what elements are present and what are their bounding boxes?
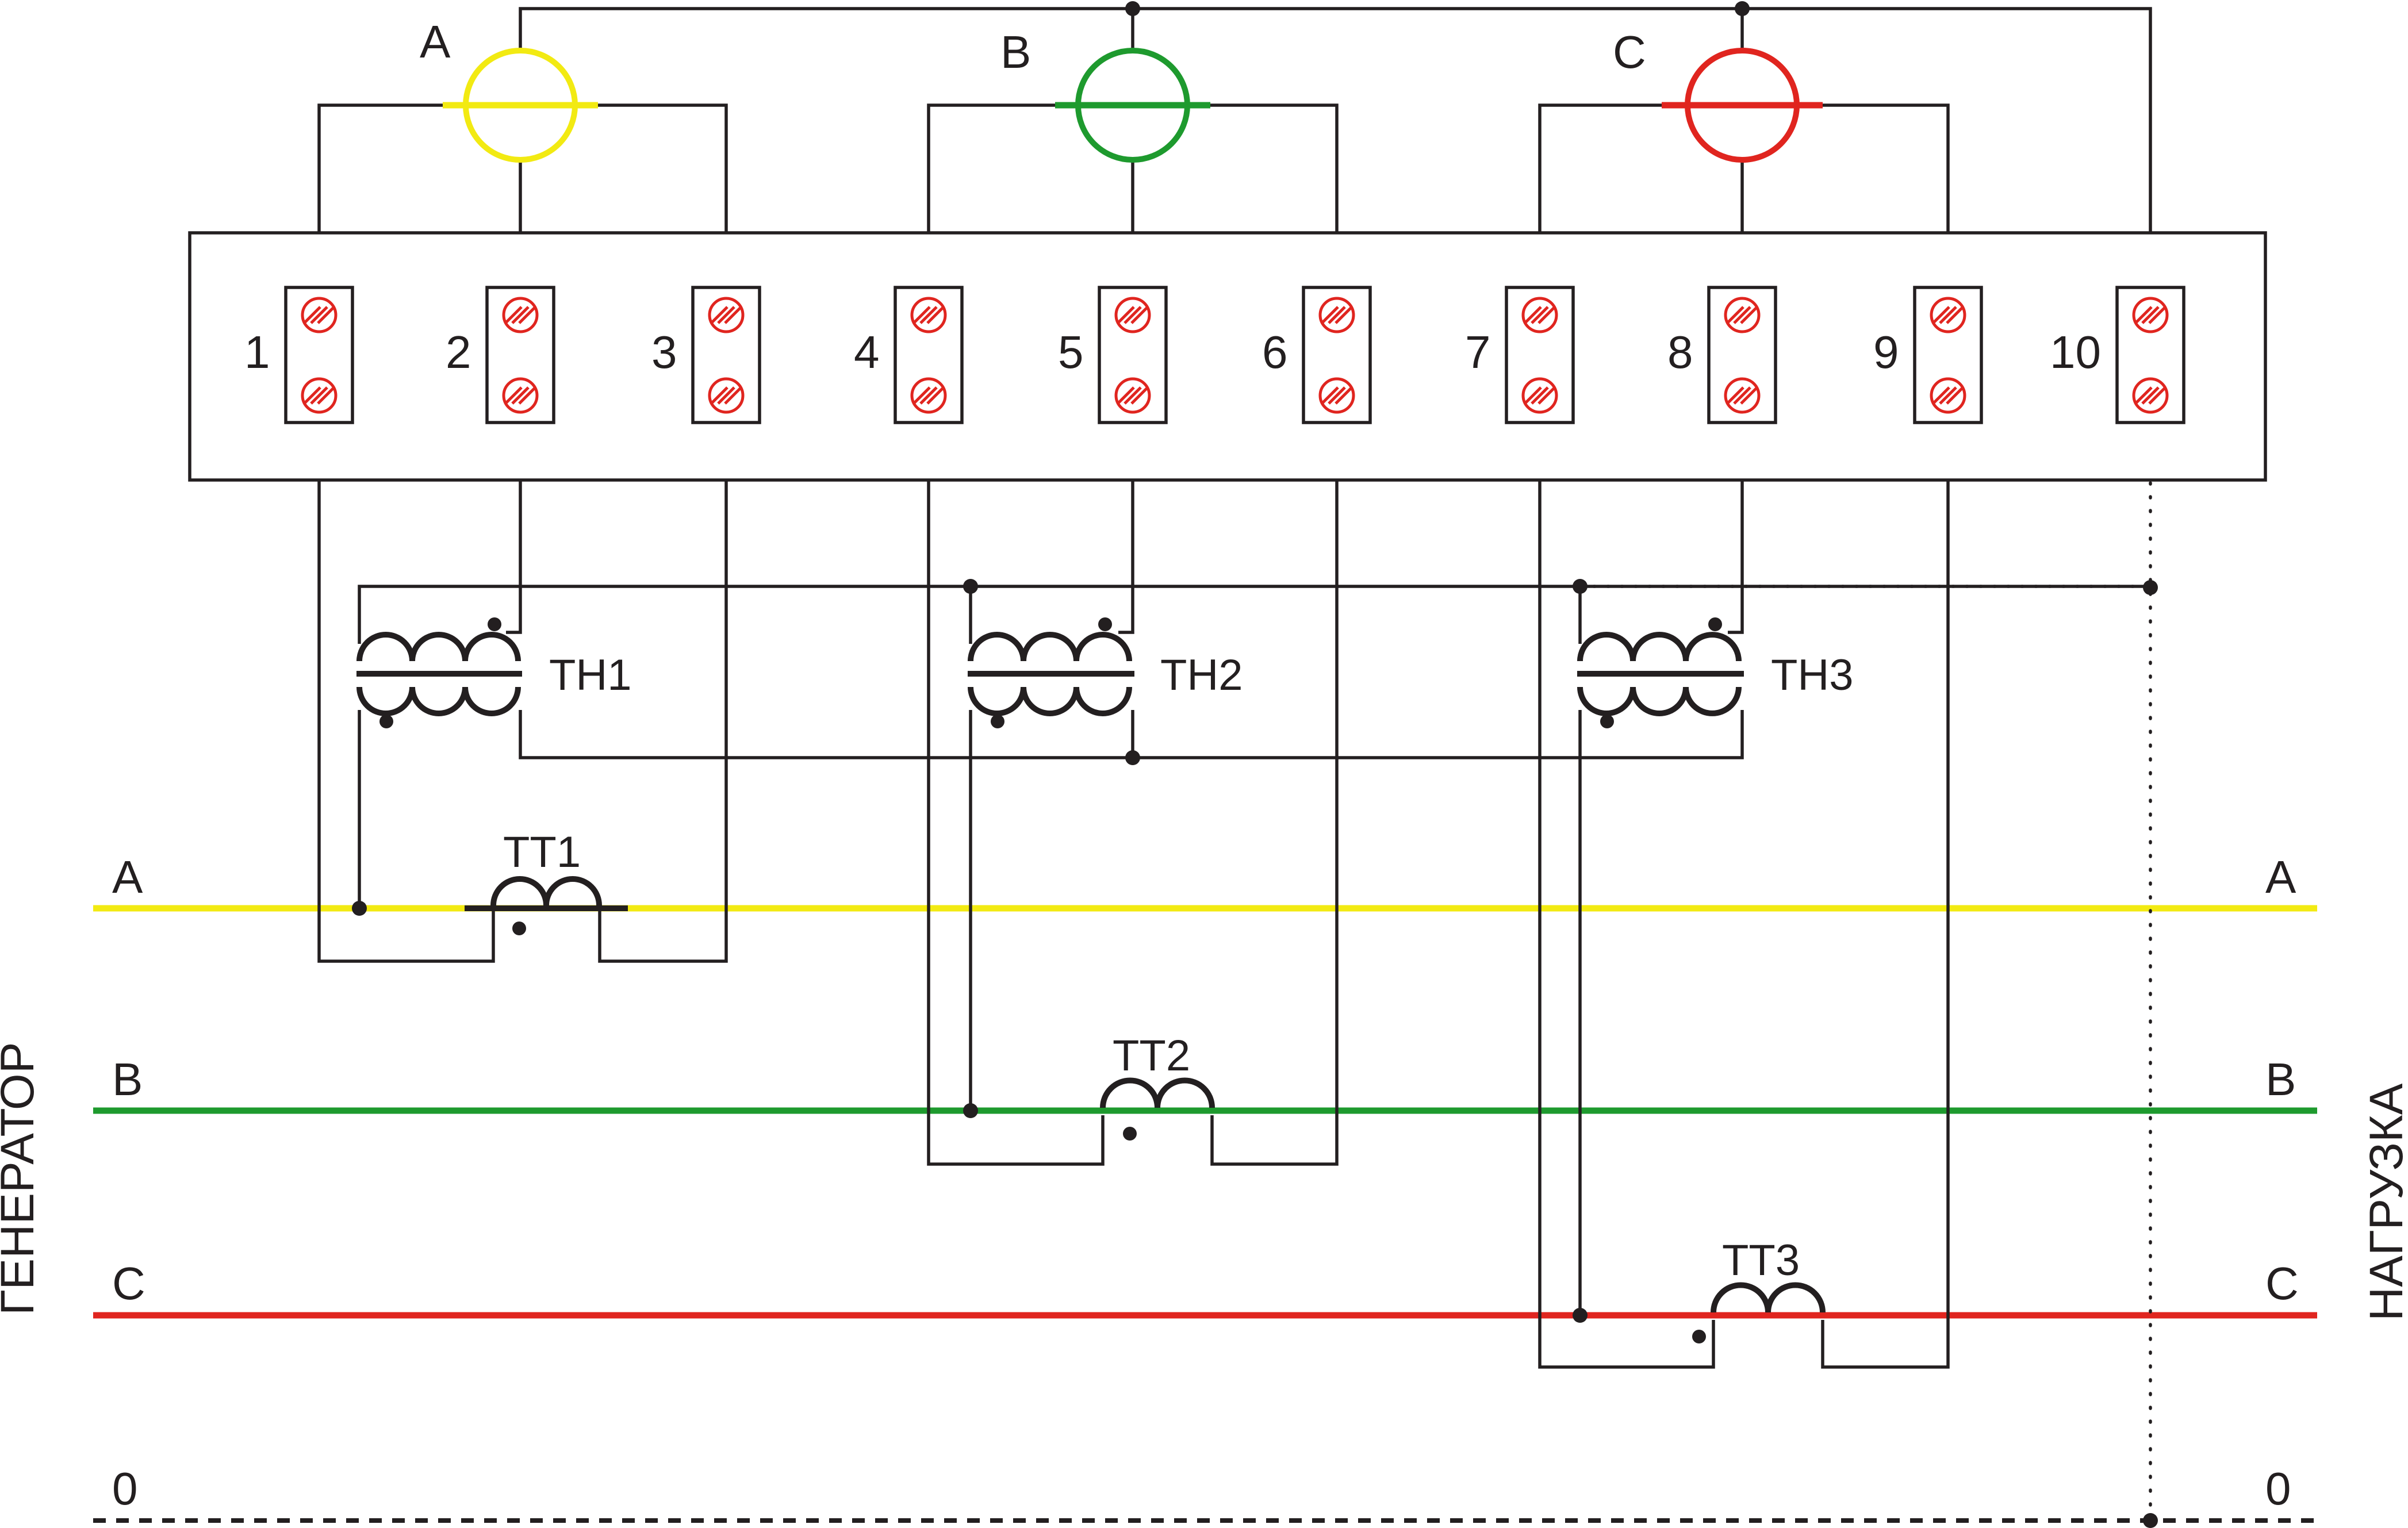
terminal-screw xyxy=(502,377,539,414)
meter-c: C xyxy=(1613,26,1823,163)
th1-label: ТН1 xyxy=(549,651,632,700)
terminal-10: 10 xyxy=(2050,286,2185,424)
terminal-screw xyxy=(2132,297,2169,333)
terminal-8: 8 xyxy=(1667,286,1777,424)
terminal-6: 6 xyxy=(1262,286,1372,424)
terminal-screw xyxy=(1930,377,1966,414)
terminal-screw xyxy=(1521,297,1558,333)
voltage-transformer-th3: ТН3 xyxy=(1577,617,1854,728)
line-a-right-label: A xyxy=(2265,851,2296,903)
terminal-screw xyxy=(301,377,338,414)
th2-label: ТН2 xyxy=(1160,651,1243,700)
terminal-1: 1 xyxy=(244,286,354,424)
meter-b: B xyxy=(1000,26,1210,163)
terminal-9: 9 xyxy=(1873,286,1983,424)
terminal-screw xyxy=(910,297,947,333)
current-transformer-tt1: ТТ1 xyxy=(465,828,628,935)
line-neutral-right-label: 0 xyxy=(2265,1463,2291,1514)
load-label: НАГРУЗКА xyxy=(2360,1083,2408,1321)
terminal-screw xyxy=(910,377,947,414)
terminal-screw xyxy=(1114,297,1151,333)
terminal-body xyxy=(485,286,555,424)
current-transformer-tt3: ТТ3 xyxy=(1692,1236,1826,1343)
terminal-number: 4 xyxy=(854,327,880,378)
terminal-number: 2 xyxy=(446,327,471,378)
terminal-screw xyxy=(1521,377,1558,414)
line-b-right-label: B xyxy=(2265,1054,2296,1105)
terminal-5: 5 xyxy=(1058,286,1168,424)
terminal-screw xyxy=(708,297,745,333)
terminal-screw xyxy=(1930,297,1966,333)
terminal-4: 4 xyxy=(854,286,964,424)
terminal-screw xyxy=(1318,377,1355,414)
line-b-left-label: B xyxy=(112,1054,143,1105)
terminal-number: 9 xyxy=(1873,327,1899,378)
line-neutral-left-label: 0 xyxy=(112,1463,138,1514)
tt2-label: ТТ2 xyxy=(1113,1031,1190,1080)
terminal-screw xyxy=(1318,297,1355,333)
terminal-screw xyxy=(502,297,539,333)
th3-label: ТН3 xyxy=(1771,651,1854,700)
voltage-transformer-th1: ТН1 xyxy=(356,617,632,728)
generator-label: ГЕНЕРАТОР xyxy=(0,1042,44,1315)
terminal-number: 7 xyxy=(1465,327,1491,378)
tt1-label: ТТ1 xyxy=(503,828,581,877)
current-transformer-tt2: ТТ2 xyxy=(1100,1031,1215,1141)
terminal-screw xyxy=(301,297,338,333)
terminal-3: 3 xyxy=(651,286,761,424)
terminal-2: 2 xyxy=(446,286,555,424)
terminal-7: 7 xyxy=(1465,286,1575,424)
terminal-number: 3 xyxy=(651,327,677,378)
terminal-screw xyxy=(708,377,745,414)
line-c-left-label: C xyxy=(112,1258,145,1309)
terminal-screw xyxy=(2132,377,2169,414)
line-c-right-label: C xyxy=(2265,1258,2299,1309)
meter-a: A xyxy=(420,16,598,163)
tt3-label: ТТ3 xyxy=(1722,1236,1800,1285)
terminal-screw xyxy=(1724,297,1761,333)
terminal-number: 5 xyxy=(1058,327,1084,378)
line-a-left-label: A xyxy=(112,851,143,903)
terminal-screw xyxy=(1114,377,1151,414)
terminal-number: 8 xyxy=(1667,327,1693,378)
meter-b-label: B xyxy=(1000,26,1031,78)
junction-dots xyxy=(352,1,2158,1528)
terminal-number: 10 xyxy=(2050,327,2101,378)
terminal-screw xyxy=(1724,377,1761,414)
meter-c-label: C xyxy=(1613,26,1646,78)
terminal-number: 1 xyxy=(244,327,270,378)
terminals: 1 2 3 4 5 6 7 8 9 10 xyxy=(244,286,2185,424)
terminal-number: 6 xyxy=(1262,327,1288,378)
voltage-transformer-th2: ТН2 xyxy=(968,617,1243,728)
meter-a-label: A xyxy=(420,16,451,67)
